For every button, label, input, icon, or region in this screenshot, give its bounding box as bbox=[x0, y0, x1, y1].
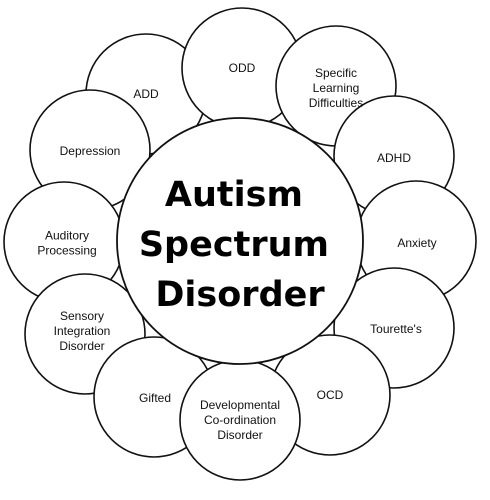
condition-label-line: OCD bbox=[317, 388, 344, 402]
condition-label-line: Disorder bbox=[59, 339, 104, 353]
outer-rings-group bbox=[3, 7, 477, 481]
condition-label-line: Co-ordination bbox=[204, 413, 276, 427]
condition-label-line: Disorder bbox=[217, 428, 262, 442]
condition-label-odd: ODD bbox=[229, 61, 256, 75]
center-label-line: Spectrum bbox=[139, 225, 329, 265]
condition-label-line: ODD bbox=[229, 61, 256, 75]
condition-label-line: Sensory bbox=[60, 309, 104, 323]
condition-label-line: Tourette's bbox=[370, 322, 422, 336]
center-label: Autism Spectrum Disorder bbox=[139, 175, 341, 315]
condition-label-line: Developmental bbox=[200, 398, 280, 412]
center-label-line: Autism bbox=[165, 175, 303, 215]
condition-label-tourettes: Tourette's bbox=[370, 322, 422, 336]
condition-label-line: Depression bbox=[60, 144, 121, 158]
condition-label-depression: Depression bbox=[60, 144, 121, 158]
condition-label-line: Difficulties bbox=[309, 96, 363, 110]
condition-label-anxiety: Anxiety bbox=[397, 236, 436, 250]
center-circle bbox=[116, 117, 364, 365]
condition-label-line: Specific bbox=[315, 66, 357, 80]
condition-label-line: Gifted bbox=[139, 391, 171, 405]
condition-label-add: ADD bbox=[133, 87, 159, 101]
condition-label-line: Integration bbox=[54, 324, 111, 338]
condition-label-line: Processing bbox=[37, 244, 96, 258]
condition-label-ocd: OCD bbox=[317, 388, 344, 402]
condition-label-line: ADD bbox=[133, 87, 159, 101]
condition-label-line: Auditory bbox=[45, 229, 89, 243]
center-label-line: Disorder bbox=[155, 275, 325, 315]
condition-label-line: Learning bbox=[313, 81, 360, 95]
condition-label-gifted: Gifted bbox=[139, 391, 171, 405]
condition-label-adhd: ADHD bbox=[377, 151, 411, 165]
condition-label-line: Anxiety bbox=[397, 236, 436, 250]
condition-label-line: ADHD bbox=[377, 151, 411, 165]
center-node: Autism Spectrum Disorder bbox=[116, 117, 364, 365]
